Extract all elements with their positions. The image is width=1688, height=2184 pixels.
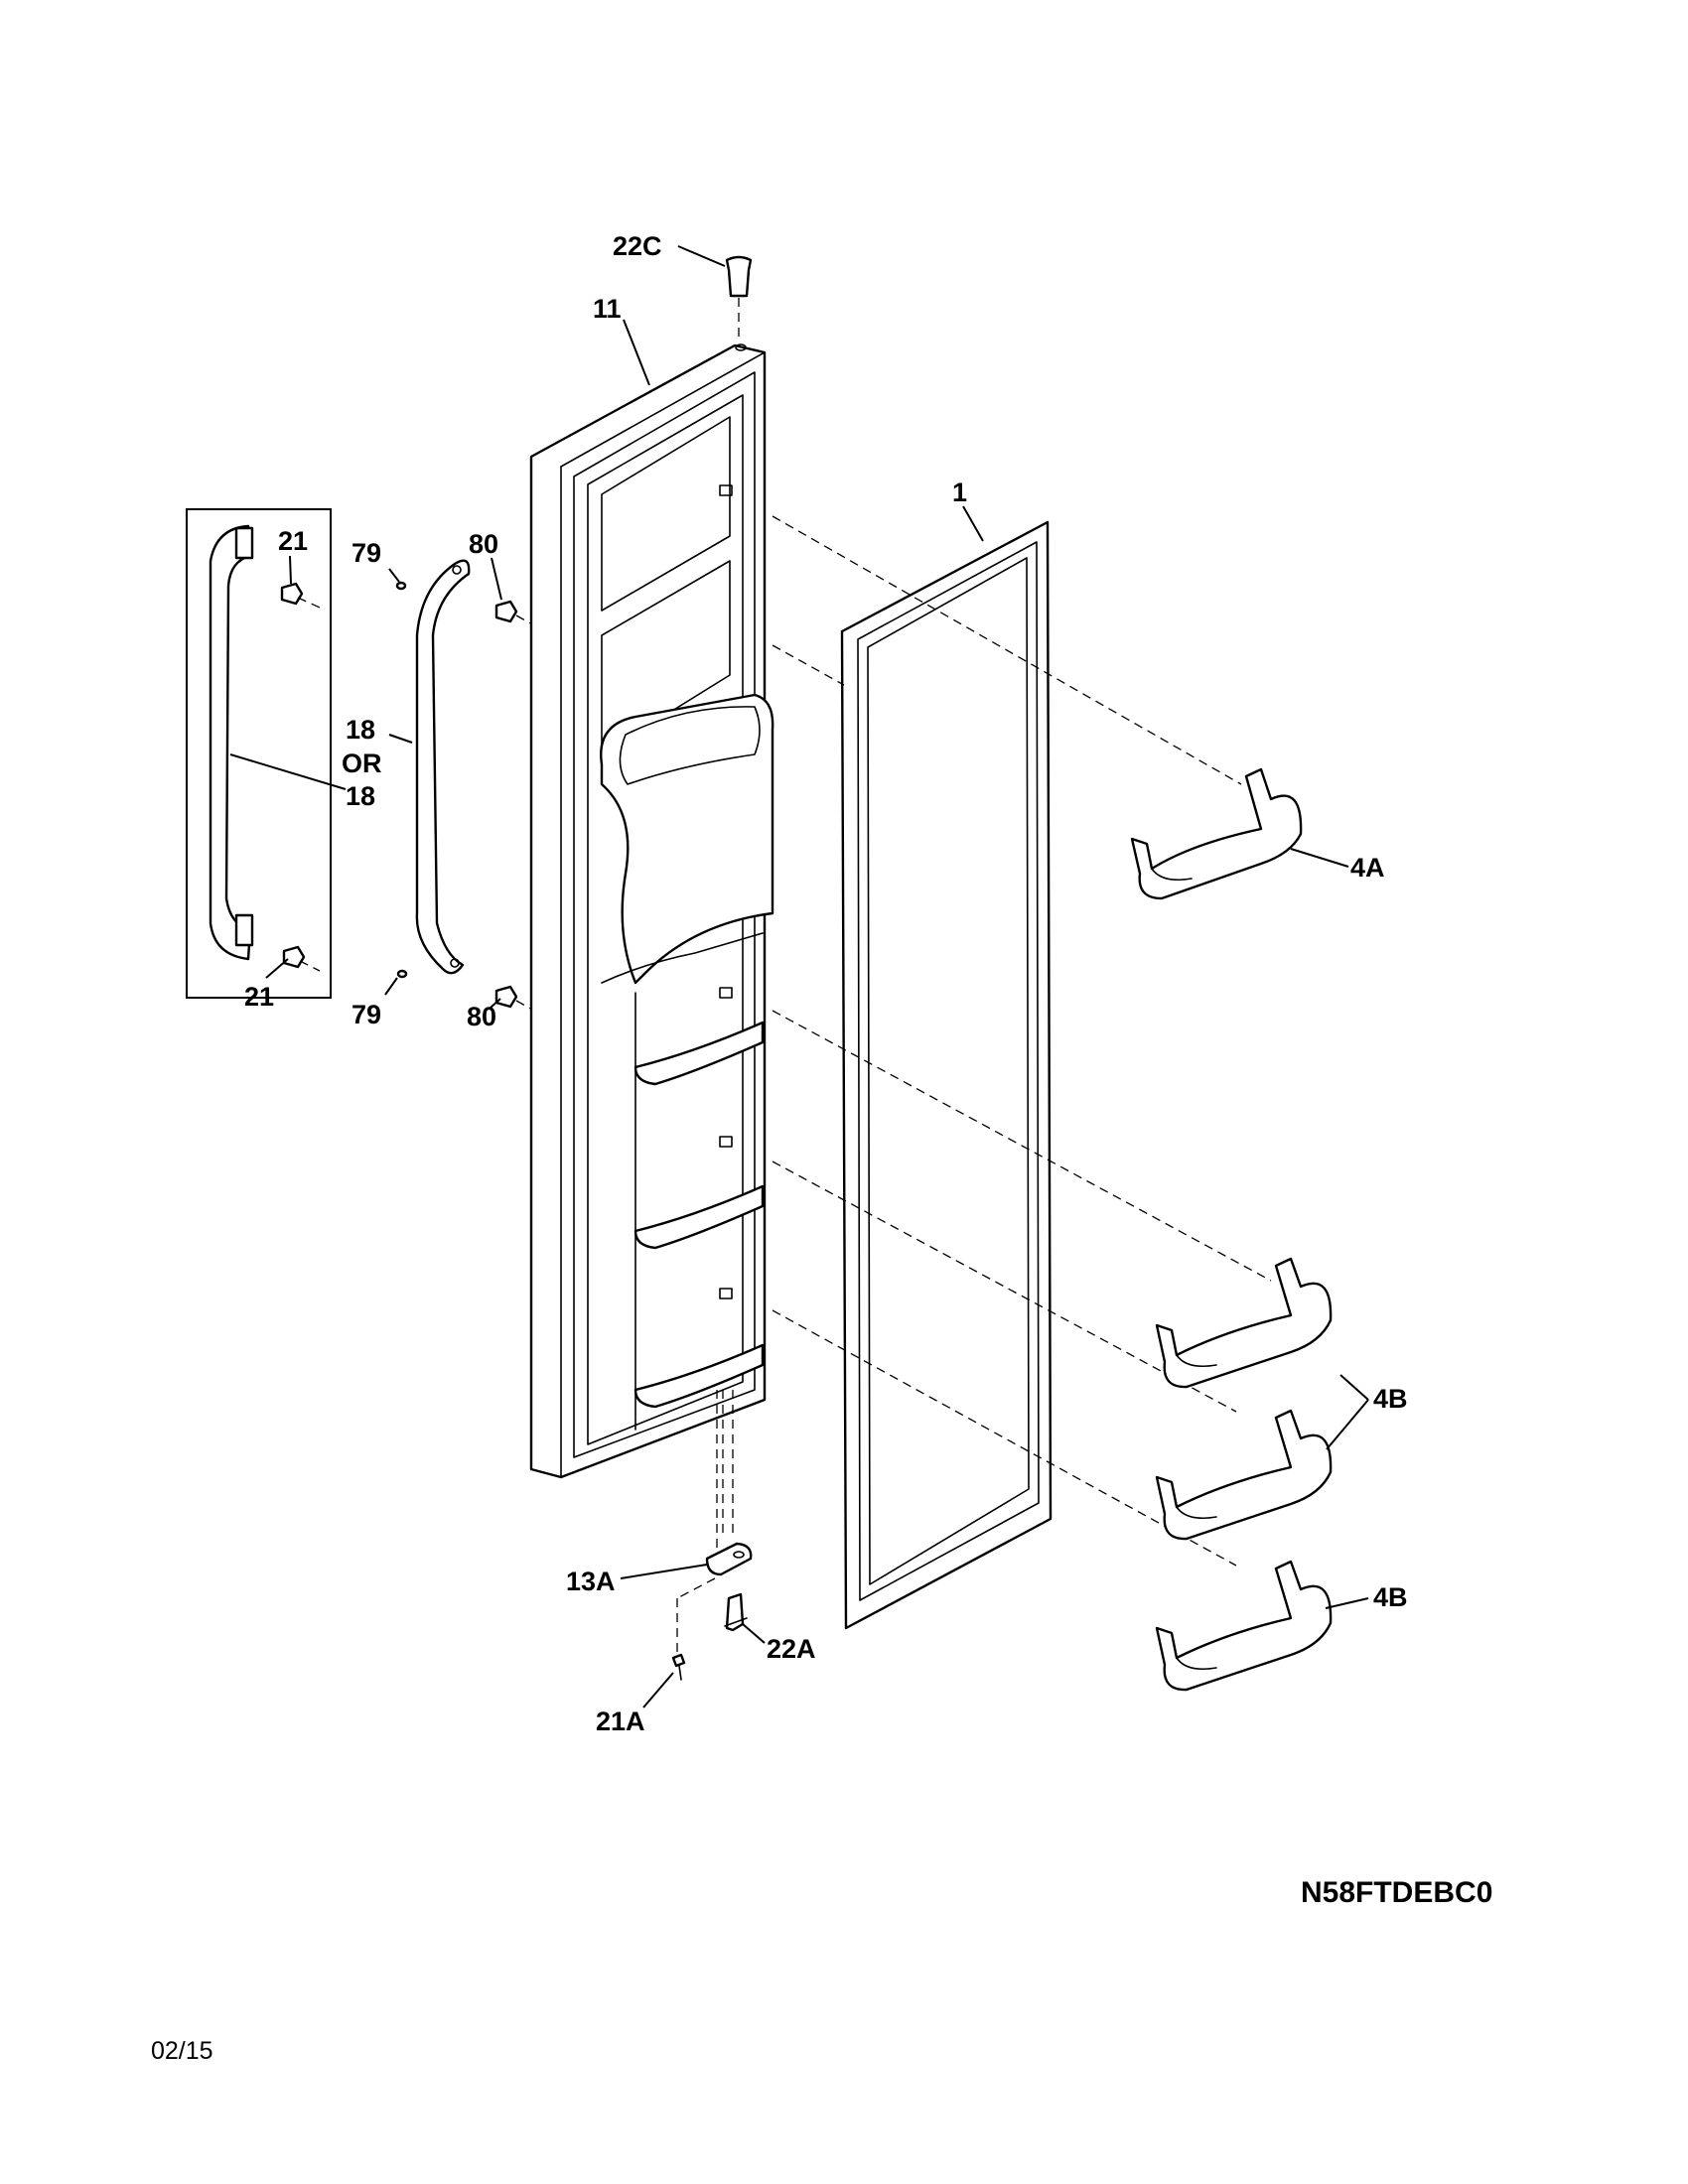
- handle-option-box: [186, 508, 332, 999]
- callout-18-b: 18: [346, 781, 375, 811]
- handle-part-18-alt: [415, 559, 471, 975]
- callout-18-a: 18: [346, 715, 375, 745]
- callout-4a: 4A: [1350, 853, 1385, 883]
- callout-22c: 22C: [613, 231, 662, 261]
- callout-79-bottom: 79: [352, 1000, 381, 1029]
- callout-21-bottom: 21: [244, 982, 274, 1012]
- model-code: N58FTDEBC0: [1301, 1876, 1493, 1909]
- hinge-part-13a: [705, 1542, 753, 1576]
- door-bin-part-4b-3: [1155, 1560, 1333, 1692]
- screw-21-bottom: [282, 945, 321, 972]
- page-date: 02/15: [151, 2037, 213, 2065]
- stud-80-bottom: [494, 985, 535, 1012]
- bushing-part-22c: [725, 255, 753, 351]
- callout-1: 1: [952, 478, 967, 507]
- screw-21-top: [280, 582, 321, 609]
- callout-21-top: 21: [278, 526, 308, 556]
- callout-22a: 22A: [767, 1634, 816, 1664]
- callout-13a: 13A: [566, 1567, 616, 1596]
- stud-80-top: [494, 600, 535, 626]
- callout-80-top: 80: [469, 529, 498, 559]
- washer-79-top: [395, 581, 407, 591]
- callout-21a: 21A: [596, 1706, 645, 1736]
- callout-or: OR: [342, 749, 382, 778]
- callout-4b-pair: 4B: [1373, 1384, 1408, 1414]
- callout-79-top: 79: [352, 538, 381, 568]
- callout-80-bottom: 80: [467, 1002, 496, 1031]
- leader-lines: [229, 245, 1369, 1708]
- callout-11: 11: [593, 294, 622, 324]
- hinge-pin-part-22a: [724, 1592, 748, 1632]
- door-part-11: [529, 343, 774, 1479]
- door-bin-part-4a: [1130, 767, 1303, 900]
- washer-79-bottom: [396, 969, 408, 979]
- door-bin-part-4b-2: [1155, 1409, 1333, 1541]
- gasket-part-1: [840, 520, 1053, 1630]
- handle-part-18-boxed: [209, 524, 254, 961]
- door-bin-part-4b-1: [1155, 1257, 1333, 1389]
- screw-part-21a: [671, 1653, 686, 1681]
- callout-4b-single: 4B: [1373, 1582, 1408, 1612]
